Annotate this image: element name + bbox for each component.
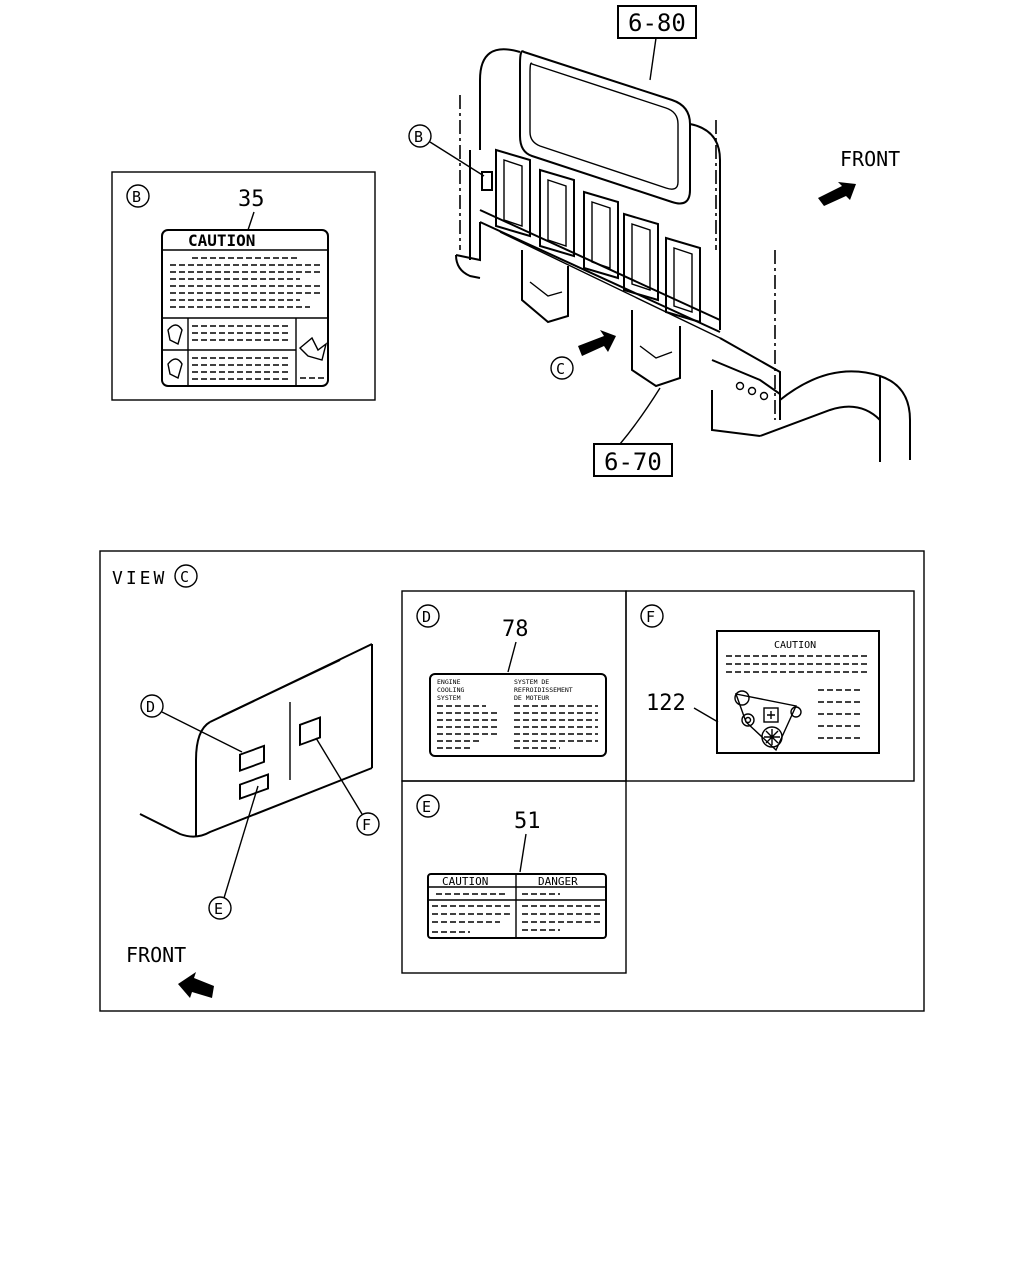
marker-d-label: D: [146, 698, 155, 716]
label-e-location: [239, 773, 269, 801]
warning-pictogram-upper-icon: [167, 324, 183, 346]
detail-box-e: E 51 CAUTION DANGER: [401, 780, 627, 974]
view-c-marker: C: [180, 568, 189, 586]
warning-pictogram-lower-icon: [167, 358, 183, 380]
svg-text:SYSTEM DE: SYSTEM DE: [514, 678, 549, 686]
part-number-35: 35: [238, 187, 265, 212]
marker-e-label: E: [214, 900, 223, 918]
callout-6-70: 6-70: [593, 387, 673, 477]
marker-c-circle: [550, 356, 574, 380]
view-arrow-icon: [578, 330, 616, 356]
view-c-panel: VIEW C D E F FRONT: [99, 550, 925, 1012]
marker-f-label: F: [362, 816, 371, 834]
part-number-78: 78: [502, 617, 529, 642]
side-panel-illustration: [139, 643, 373, 838]
svg-text:SYSTEM: SYSTEM: [437, 694, 461, 702]
label-e-danger: DANGER: [538, 875, 578, 888]
label-d-location: [239, 744, 265, 773]
callout-6-80-text: 6-80: [628, 9, 686, 37]
svg-text:DE MOTEUR: DE MOTEUR: [514, 694, 549, 702]
marker-c-label: C: [556, 360, 565, 378]
caution-danger-label-51: [427, 873, 607, 939]
view-title: VIEW: [112, 568, 167, 589]
label-e-caution: CAUTION: [442, 875, 488, 888]
belt-diagram-icon: [734, 690, 802, 752]
part-number-51: 51: [514, 809, 541, 834]
svg-text:E: E: [422, 798, 431, 816]
front-label-top: FRONT: [840, 147, 900, 171]
label-f-location: [299, 716, 321, 747]
detail-box-d: D 78 ENGINE COOLING SYSTEM SYSTEM DE REF…: [401, 590, 627, 782]
svg-text:B: B: [414, 128, 423, 146]
view-c-arrow: C: [550, 330, 616, 380]
callout-6-80: 6-80: [617, 5, 697, 81]
svg-text:F: F: [646, 608, 655, 626]
svg-text:COOLING: COOLING: [437, 686, 464, 694]
label-b-heading: CAUTION: [188, 231, 255, 250]
front-arrow-top-icon: [818, 182, 856, 206]
front-label-bottom: FRONT: [126, 943, 186, 967]
label-f-heading: CAUTION: [774, 640, 816, 651]
part-number-122: 122: [646, 691, 686, 716]
detail-box-f: F 122 CAUTION: [625, 590, 915, 782]
svg-text:ENGINE: ENGINE: [437, 678, 461, 686]
svg-text:D: D: [422, 608, 431, 626]
hazard-pictogram-icon: [298, 336, 328, 361]
marker-b-cab: B: [408, 124, 485, 177]
caution-label-35: [161, 229, 329, 387]
callout-6-70-text: 6-70: [604, 448, 662, 476]
belt-caution-label-122: [716, 630, 880, 754]
marker-b-label: B: [132, 188, 141, 206]
detail-box-b: B 35 CAUTION: [111, 171, 376, 401]
svg-text:REFROIDISSEMENT: REFROIDISSEMENT: [514, 686, 573, 694]
front-direction-top: FRONT: [818, 147, 900, 206]
cab-back-illustration: [455, 48, 911, 462]
label-b-location: [481, 171, 493, 191]
front-arrow-bottom-icon: [178, 972, 214, 998]
coolant-label-78: [429, 673, 607, 757]
